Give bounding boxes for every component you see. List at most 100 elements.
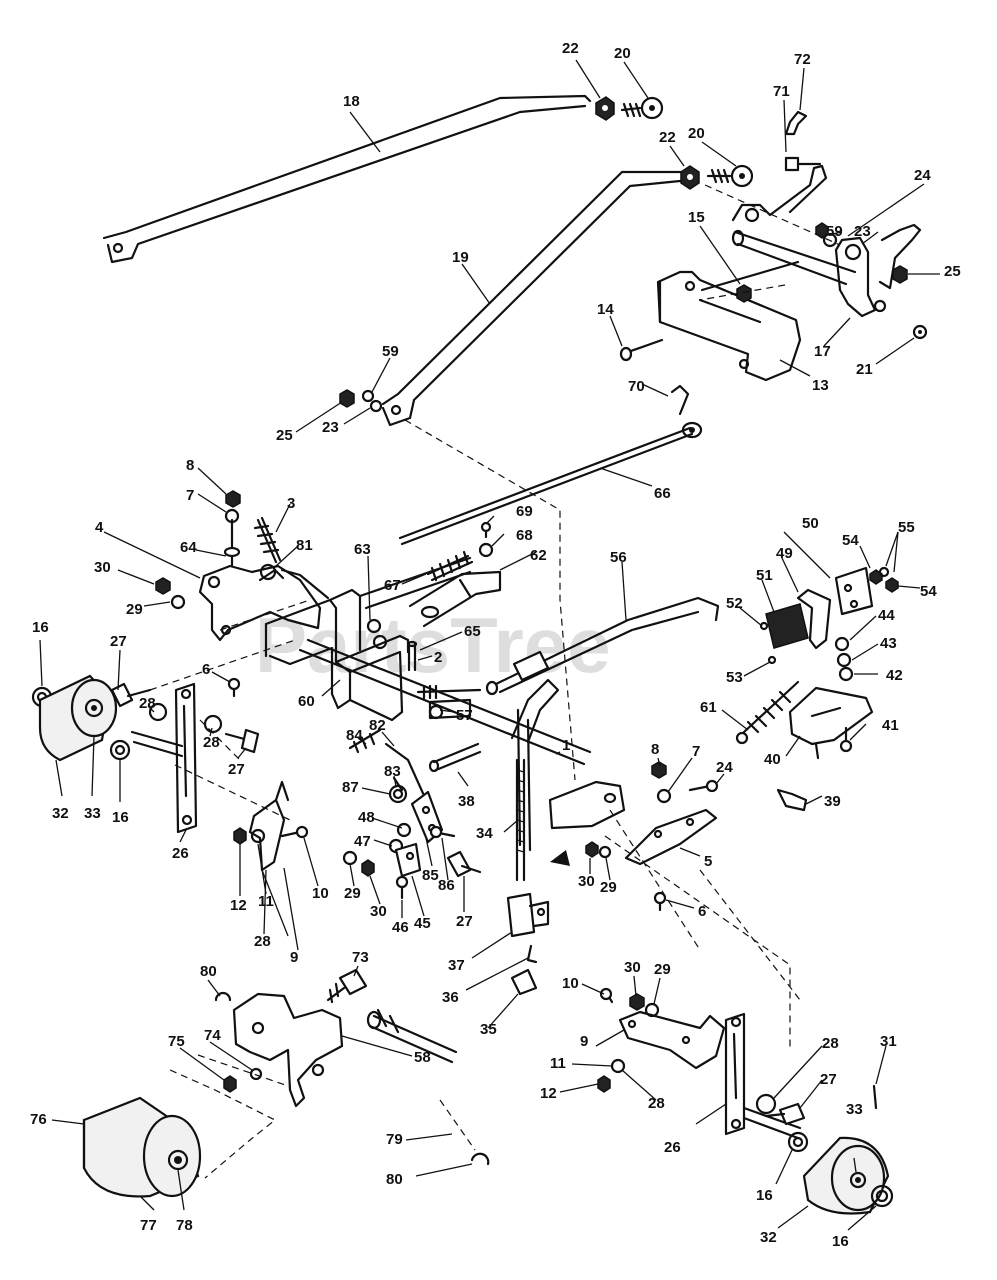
part-16-washer-right-top [787,1131,809,1153]
callout-29: 29 [126,601,143,618]
callout-57: 57 [456,707,473,724]
callout-20: 20 [614,45,631,62]
part-73-bolt [326,968,368,1004]
callout-16: 16 [756,1187,773,1204]
part-37-yoke [506,892,550,938]
callout-24: 24 [716,759,733,776]
callout-59: 59 [826,223,843,240]
callout-11: 11 [550,1055,566,1072]
callout-58: 58 [414,1049,431,1066]
part-10-screw-left [280,825,309,839]
callout-37: 37 [448,957,465,974]
part-27-bolt-mid [224,728,260,754]
part-65-pin [406,640,418,672]
callout-29: 29 [344,885,361,902]
part-25-nut-right [892,265,908,284]
callout-38: 38 [458,793,475,810]
part-40-bracket [788,686,874,760]
part-1-shaft [298,638,626,852]
part-12-nut-right [597,1075,611,1093]
part-12-nut-left [233,827,247,845]
part-9-bracket-right [618,1010,726,1070]
callout-11: 11 [258,893,274,910]
callout-12: 12 [540,1085,557,1102]
part-56-lever [485,596,720,696]
callout-85: 85 [422,867,439,884]
callout-6: 6 [698,903,706,920]
callout-12: 12 [230,897,247,914]
callout-78: 78 [176,1217,193,1234]
callouts: 18 22 20 72 71 22 20 24 15 59 23 25 19 1… [30,40,961,1250]
callout-75: 75 [168,1033,185,1050]
callout-15: 15 [688,209,705,226]
callout-61: 61 [700,699,717,716]
callout-47: 47 [354,833,371,850]
callout-35: 35 [480,1021,497,1038]
part-22-nut-mid [680,165,700,190]
part-9-bracket-left [248,780,290,872]
part-10-screw-right [599,987,614,1004]
callout-46: 46 [392,919,409,936]
callout-30: 30 [94,559,111,576]
callout-59: 59 [382,343,399,360]
part-29-washer-right [644,1002,660,1018]
callout-16: 16 [832,1233,849,1250]
part-29-washer-mid [342,850,358,866]
alignment-lines [149,184,841,1179]
callout-70: 70 [628,378,645,395]
callout-80: 80 [200,963,217,980]
callout-28: 28 [203,734,220,751]
callout-13: 13 [812,377,829,394]
callout-44: 44 [878,607,895,624]
part-16-washer-left-bottom [109,739,131,761]
callout-14: 14 [597,301,614,318]
callout-7: 7 [692,743,700,760]
part-7-washer-right [656,788,672,804]
callout-25: 25 [944,263,961,280]
callout-51: 51 [756,567,773,584]
callout-28: 28 [648,1095,665,1112]
callout-33: 33 [84,805,101,822]
callout-20: 20 [688,125,705,142]
callout-28: 28 [254,933,271,950]
callout-79: 79 [386,1131,403,1148]
callout-30: 30 [624,959,641,976]
part-20-ball-joint-top [620,96,664,120]
callout-42: 42 [886,667,903,684]
part-38-pin [428,742,482,773]
callout-40: 40 [764,751,781,768]
callout-39: 39 [824,793,841,810]
callout-72: 72 [794,51,811,68]
part-78-bushing [167,1149,189,1171]
part-26-arm-left [130,682,198,834]
callout-86: 86 [438,877,455,894]
part-71-bolt [784,156,822,172]
callout-87: 87 [342,779,359,796]
part-31-clip [872,1084,878,1110]
callout-10: 10 [562,975,579,992]
callout-4: 4 [95,519,104,536]
callout-21: 21 [856,361,873,378]
callout-30: 30 [370,903,387,920]
callout-27: 27 [228,761,245,778]
part-46-screw [395,875,409,900]
part-54-nut [869,569,899,593]
callout-27: 27 [110,633,127,650]
part-26-arm-right [724,1012,802,1140]
callout-22: 22 [659,129,676,146]
callout-34: 34 [476,825,493,842]
part-25-nut-left [339,389,355,408]
callout-31: 31 [880,1033,897,1050]
callout-43: 43 [880,635,897,652]
callout-29: 29 [600,879,617,896]
callout-30: 30 [578,873,595,890]
part-28-washer-right [755,1093,777,1115]
part-79-axle [366,1008,458,1064]
part-33-bushing-left [84,698,104,718]
part-4-bracket [198,564,330,642]
callout-32: 32 [52,805,69,822]
callout-8: 8 [186,457,194,474]
callout-49: 49 [776,545,793,562]
callout-3: 3 [287,495,295,512]
